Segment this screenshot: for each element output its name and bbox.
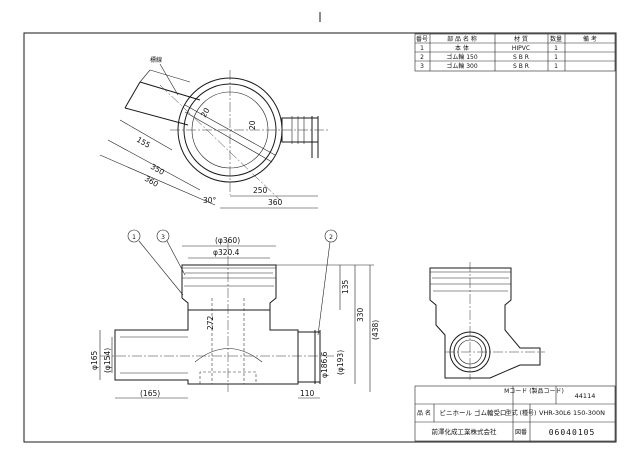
drawing-no-label: 図番 [515,429,527,436]
dim-phi165: φ165 [90,351,99,370]
model-label: 型式 (種号) [506,409,537,417]
row1-qty: 1 [554,45,558,52]
dim-360a: 360 [143,174,160,189]
col-note: 備 考 [583,35,597,43]
mcode-value: 44114 [575,392,596,400]
row3-qty: 1 [554,63,558,70]
row3-material: S B R [513,63,529,70]
dim-phi360: (φ360) [215,236,240,245]
dim-phi154: (φ154) [103,348,112,373]
drawing-no: 06040105 [549,428,596,437]
dim-250: 250 [253,186,268,195]
dim-165: (165) [140,389,160,398]
row3-name: ゴム輪 300 [446,62,478,70]
dim-phi186: φ186.6 [320,351,329,378]
row2-material: S B R [513,54,529,61]
name-value: ビニホール ゴム輪受口 [439,408,506,417]
col-qty: 数量 [550,35,562,43]
drawing-frame [23,32,617,443]
front-outlet [297,331,321,383]
parts-table: 番号 部 品 名 称 材 質 数量 備 考 1 本 体 HIPVC 1 2 ゴム… [414,33,616,72]
model-value: VHR-30L6 150-300N [539,409,605,417]
row3-no: 3 [420,63,424,70]
dim-phi193: (φ193) [336,350,345,375]
side-body [429,267,541,379]
col-name: 部 品 名 称 [447,35,477,43]
dim-272: 272 [206,315,215,330]
front-socket [181,264,277,311]
dim-330: 330 [356,307,365,322]
row2-no: 2 [420,54,424,61]
dim-110: 110 [300,389,315,398]
front-body [114,310,299,385]
col-material: 材 質 [514,35,528,43]
dim-360b: 360 [268,198,283,207]
dim-angle: 30° [203,196,217,205]
top-view: 標線 155 350 360 20 20 250 360 30° [99,56,330,209]
col-no: 番号 [416,36,428,43]
dim-20b: 20 [248,120,257,130]
row2-qty: 1 [554,54,558,61]
balloon-2: 2 [329,234,333,241]
mcode-label: Mコード (製品コード) [504,387,564,395]
dim-350: 350 [149,162,166,177]
dim-20a: 20 [199,106,212,119]
dim-135: 135 [341,279,350,294]
row1-no: 1 [420,45,424,52]
dim-phi320: φ320.4 [213,248,240,257]
row1-material: HIPVC [512,45,530,52]
company-name: 前澤化成工業株式会社 [432,427,498,436]
top-marker-label: 標線 [150,56,162,64]
name-label: 品 名 [417,409,431,417]
title-block: Mコード (製品コード) 44114 品 名 ビニホール ゴム輪受口 型式 (種… [414,385,616,442]
side-view [429,262,545,380]
balloon-3: 3 [161,234,165,241]
balloon-1: 1 [132,234,136,241]
front-view: 1 3 2 (φ360) φ320.4 272 135 330 (438) φ1… [90,229,380,399]
row2-name: ゴム輪 150 [446,53,478,61]
dim-438: (438) [371,320,380,340]
row1-name: 本 体 [455,44,469,52]
